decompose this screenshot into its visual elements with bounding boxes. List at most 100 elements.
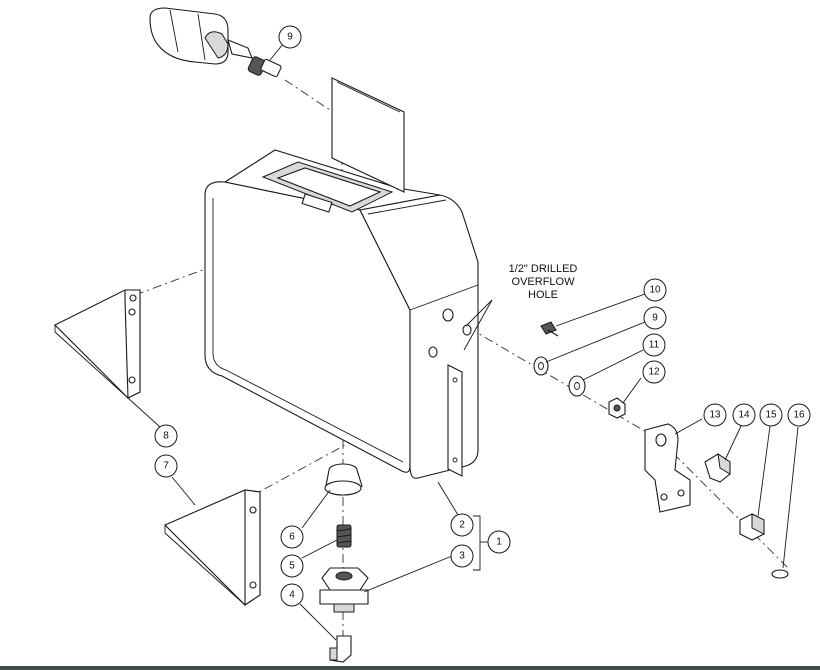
leader-14 [724, 423, 743, 461]
spring-coil-2 [336, 534, 352, 538]
drain-valve-neck [333, 603, 355, 613]
drain-valve-bore [335, 571, 353, 581]
leader-7 [171, 476, 196, 506]
callout-12-label: 12 [648, 367, 660, 378]
cap-assembly [149, 7, 282, 78]
leader-3 [363, 555, 453, 593]
elbow-connector-shade [717, 452, 731, 475]
tank-front-edge [212, 198, 404, 463]
callout-2: 2 [450, 513, 474, 537]
callout-2-label: 2 [459, 520, 465, 531]
note-line-2: OVERFLOW [512, 276, 576, 288]
callout-5: 5 [280, 554, 304, 578]
bracket-8-flange [124, 289, 141, 399]
tank-side-crease [409, 284, 479, 311]
fitting-assembly-line [659, 439, 791, 571]
leader-4 [299, 603, 337, 641]
hose-coupling-shade [751, 513, 765, 535]
callout-5-label: 5 [289, 561, 295, 572]
callout-9a: 9 [278, 25, 302, 49]
leader-8 [127, 397, 161, 428]
callout-bubbles: 9 10 9 11 12 13 14 15 16 8 7 6 5 4 2 3 1 [154, 25, 811, 607]
drain-assembly [319, 463, 369, 663]
callout-9b: 9 [643, 306, 667, 330]
callout-7-label: 7 [163, 461, 169, 472]
bracket-8-hole-tab [129, 294, 137, 302]
note-line-3: HOLE [528, 289, 558, 301]
cap-side-shade [204, 31, 229, 59]
callout-14: 14 [732, 403, 756, 427]
overflow-hole-lower [428, 346, 438, 358]
bracket-8 [54, 289, 141, 399]
overflow-hole-note: 1/2" DRILLED OVERFLOW HOLE [509, 263, 578, 301]
cap-ridge-1 [169, 9, 179, 53]
leader-16 [782, 426, 799, 569]
hose-fitting [260, 58, 282, 78]
rail-hole-top [452, 377, 458, 383]
fender-washer-hole [574, 382, 580, 390]
mount-assembly-line [451, 317, 661, 441]
leader-15 [757, 425, 771, 517]
callout-8: 8 [154, 424, 178, 448]
callout-6-label: 6 [289, 532, 295, 543]
flat-washer [533, 356, 549, 376]
leader-lines [127, 43, 799, 641]
spring-coil-3 [336, 540, 352, 544]
tank-top-crease [367, 199, 447, 215]
bracket-7 [164, 489, 261, 607]
rail-hole-bottom [452, 457, 458, 463]
lid-latch [301, 193, 333, 213]
tank-mounting-rail [447, 364, 463, 477]
leader-hole-a [463, 299, 493, 351]
leader-13 [674, 418, 703, 435]
bottom-border-bar [0, 666, 820, 670]
hex-nut-bore [613, 404, 621, 412]
bracket-7-edge [164, 525, 246, 606]
bracket-8-hole-bottom [128, 376, 136, 384]
callout-7: 7 [154, 454, 178, 478]
bracket-7-hole-bottom [249, 581, 257, 589]
elbow-fitting-shade [329, 647, 338, 661]
spring-coil-1 [336, 528, 352, 532]
callout-3: 3 [450, 544, 474, 568]
screw-head [540, 321, 557, 335]
callout-1: 1 [487, 530, 511, 554]
callout-10: 10 [643, 278, 667, 302]
bracket-8-assembly-line [134, 267, 209, 296]
bracket-8-edge [54, 325, 129, 399]
grommet-flange [324, 480, 362, 496]
mounting-bracket [644, 423, 691, 513]
callout-6: 6 [280, 525, 304, 549]
drain-valve-flange [319, 589, 369, 605]
callout-9b-label: 9 [652, 313, 658, 324]
tank-front-face [204, 181, 411, 473]
overflow-hole-right [462, 324, 472, 336]
callout-4-label: 4 [289, 590, 295, 601]
bracket-lower-hole-1 [660, 493, 668, 501]
callout-1-label: 1 [496, 537, 502, 548]
callout-13-label: 13 [709, 410, 721, 421]
callout-11-label: 11 [649, 340, 660, 351]
leader-hole-b [465, 299, 493, 327]
flat-washer-hole [538, 362, 544, 370]
leader-11 [582, 349, 644, 381]
fender-washer [568, 375, 586, 397]
leader-bracket-1 [473, 515, 481, 571]
leader-10 [555, 293, 646, 327]
screw-shank [547, 329, 559, 337]
fill-opening-inner [276, 167, 382, 207]
reservoir-cap [149, 7, 229, 65]
callout-11: 11 [642, 333, 666, 357]
callout-16-label: 16 [793, 410, 805, 421]
leader-2 [437, 481, 459, 516]
overflow-hole-upper [442, 308, 454, 322]
callout-14-label: 14 [738, 410, 750, 421]
cap-tether [227, 39, 253, 59]
bracket-7-hole-top [249, 506, 257, 514]
callout-3-label: 3 [459, 551, 465, 562]
tank-lid-edge [336, 81, 401, 113]
callout-12: 12 [642, 360, 666, 384]
bracket-8-hole-top [128, 308, 136, 316]
